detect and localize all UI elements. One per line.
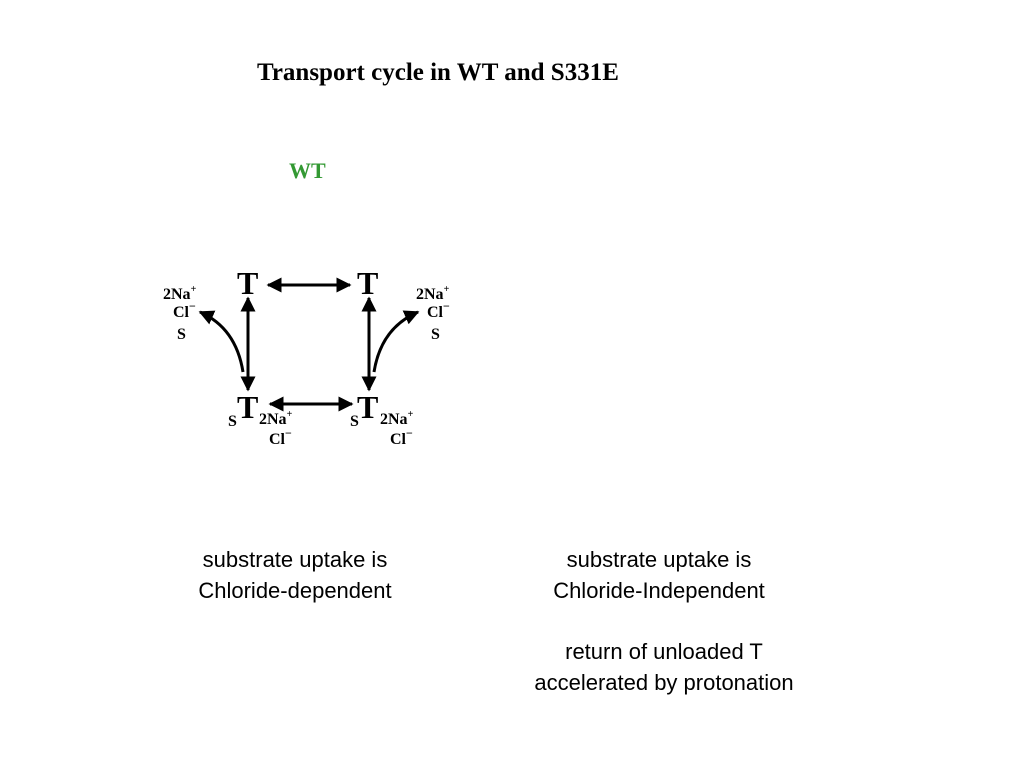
caption-right-top: substrate uptake is Chloride-Independent: [509, 544, 809, 606]
state-bottom-left: T: [237, 389, 258, 425]
caption-right-line2: Chloride-Independent: [553, 578, 765, 603]
left-binding-curve-arrow: [198, 310, 245, 373]
bottom-left-chloride: Cl−: [269, 426, 292, 448]
left-substrate-label: S: [177, 326, 186, 343]
bottom-left-sodium: 2Na+: [259, 409, 293, 428]
right-chloride-label: Cl−: [427, 299, 450, 321]
slide-title: Transport cycle in WT and S331E: [257, 59, 619, 86]
caption-right-bottom: return of unloaded T accelerated by prot…: [509, 636, 819, 698]
bottom-left-substrate: S: [228, 413, 237, 430]
caption-left: substrate uptake is Chloride-dependent: [168, 544, 422, 606]
right-sodium-label: 2Na+: [416, 284, 450, 303]
wt-label: WT: [289, 158, 326, 183]
caption-left-line2: Chloride-dependent: [198, 578, 392, 603]
caption-left-line1: substrate uptake is: [202, 547, 388, 572]
caption-right-line1: substrate uptake is: [566, 547, 752, 572]
bottom-right-chloride: Cl−: [390, 426, 413, 448]
bottom-right-sodium: 2Na+: [380, 409, 414, 428]
state-top-right: T: [357, 265, 378, 301]
caption-right-line3: return of unloaded T: [565, 639, 763, 664]
left-chloride-label: Cl−: [173, 299, 196, 321]
right-binding-curve-arrow: [372, 310, 420, 373]
state-top-left: T: [237, 265, 258, 301]
bottom-right-substrate: S: [350, 413, 359, 430]
state-bottom-right: T: [357, 389, 378, 425]
left-sodium-label: 2Na+: [163, 284, 197, 303]
caption-right-line4: accelerated by protonation: [534, 670, 794, 695]
right-substrate-label: S: [431, 326, 440, 343]
